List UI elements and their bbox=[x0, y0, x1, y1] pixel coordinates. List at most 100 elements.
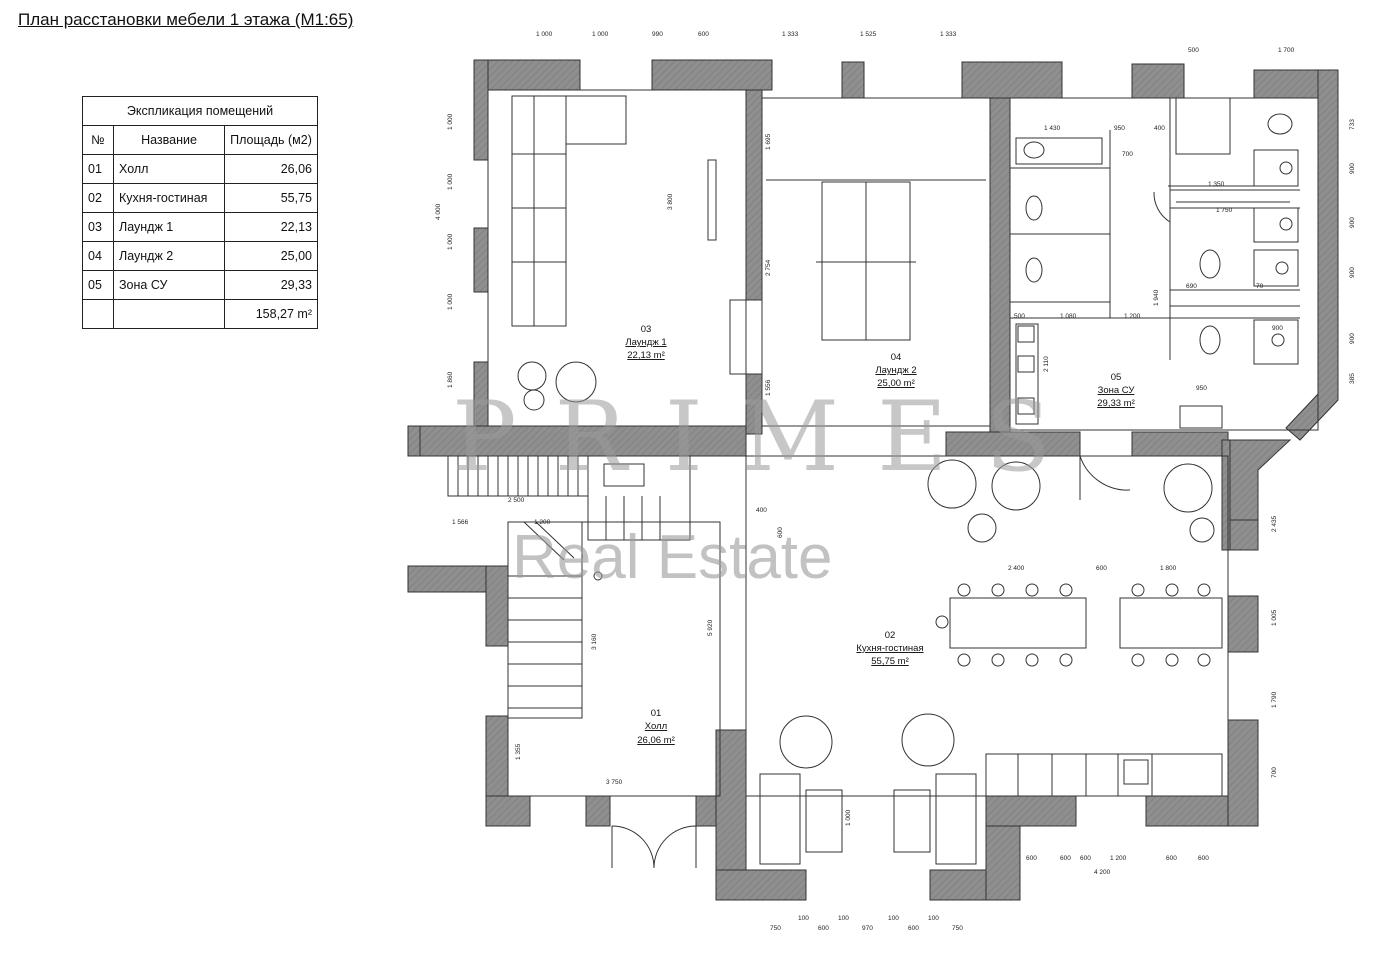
dim-label: 600 bbox=[698, 31, 709, 38]
dim-label: 1 430 bbox=[1044, 125, 1061, 132]
dim-label: 3 160 bbox=[591, 633, 598, 650]
dim-label: 1 333 bbox=[782, 31, 799, 38]
dim-label: 900 bbox=[1272, 325, 1283, 332]
dim-label: 2 500 bbox=[508, 497, 525, 504]
dim-label: 100 bbox=[928, 915, 939, 922]
row-no: 02 bbox=[82, 183, 114, 213]
dim-label: 3 750 bbox=[606, 779, 623, 786]
plan-title: План расстановки мебели 1 этажа (М1:65) bbox=[18, 10, 354, 29]
dim-label: 400 bbox=[1154, 125, 1165, 132]
dim-label: 600 bbox=[1096, 565, 1107, 572]
dim-label: 1 000 bbox=[845, 809, 852, 826]
dim-label: 100 bbox=[888, 915, 899, 922]
svg-text:05: 05 bbox=[1111, 372, 1122, 383]
wall-segment bbox=[473, 59, 489, 161]
table-row: 04 Лаундж 2 25,00 bbox=[82, 241, 318, 271]
dim-label: 1 333 bbox=[940, 31, 957, 38]
dim-label: 100 bbox=[798, 915, 809, 922]
svg-text:04: 04 bbox=[891, 352, 902, 363]
svg-text:Зона СУ: Зона СУ bbox=[1098, 385, 1136, 396]
dim-label: 1 525 bbox=[860, 31, 877, 38]
wall-segment bbox=[1131, 431, 1229, 457]
svg-text:55,75 m²: 55,75 m² bbox=[871, 656, 909, 667]
row-no: 04 bbox=[82, 241, 114, 271]
header-area: Площадь (м2) bbox=[224, 125, 318, 155]
wall-segment bbox=[485, 795, 531, 827]
dim-label: 1 005 bbox=[1271, 609, 1278, 626]
wall-segment bbox=[1227, 439, 1292, 521]
dim-label: 950 bbox=[1114, 125, 1125, 132]
wall-segment bbox=[407, 425, 421, 457]
dim-label: 990 bbox=[652, 31, 663, 38]
watermark-logo-text: PRIMES bbox=[452, 381, 1089, 493]
dim-label: 1 860 bbox=[447, 371, 454, 388]
row-area: 29,33 bbox=[224, 270, 318, 300]
wall-segment bbox=[1227, 519, 1259, 551]
dim-label: 733 bbox=[1349, 119, 1356, 130]
dim-label: 3 800 bbox=[667, 193, 674, 210]
dim-label: 600 bbox=[777, 527, 784, 538]
row-area: 26,06 bbox=[224, 154, 318, 184]
svg-text:Кухня-гостиная: Кухня-гостиная bbox=[856, 643, 923, 654]
dim-label: 1 080 bbox=[1060, 313, 1077, 320]
dim-label: 1 556 bbox=[765, 379, 772, 396]
dim-label: 950 bbox=[1196, 385, 1207, 392]
dim-label: 1 566 bbox=[452, 519, 469, 526]
svg-text:26,06 m²: 26,06 m² bbox=[637, 735, 675, 746]
dim-label: 1 800 bbox=[1160, 565, 1177, 572]
dim-label: 600 bbox=[1080, 855, 1091, 862]
wall-segment bbox=[961, 61, 1063, 99]
explication-caption: Экспликация помещений bbox=[82, 96, 318, 126]
dim-label: 900 bbox=[1349, 333, 1356, 344]
dim-label: 2 110 bbox=[1043, 356, 1050, 372]
row-name: Лаундж 1 bbox=[113, 212, 225, 242]
dim-label: 1 000 bbox=[447, 233, 454, 250]
wall-segment bbox=[945, 431, 1081, 457]
dim-label: 1 000 bbox=[447, 293, 454, 310]
room-labels: 03 Лаундж 1 22,13 m² 04 Лаундж 2 25,00 m… bbox=[625, 324, 1135, 746]
dim-label: 1 000 bbox=[447, 113, 454, 130]
svg-text:Лаундж 1: Лаундж 1 bbox=[625, 337, 666, 348]
dim-label: 700 bbox=[1122, 151, 1133, 158]
dim-label: 1 350 bbox=[1208, 181, 1225, 188]
dim-label: 2 435 bbox=[1271, 515, 1278, 532]
wall-segment bbox=[985, 795, 1077, 827]
svg-text:01: 01 bbox=[651, 708, 662, 719]
room-label-lounge-1: 03 Лаундж 1 22,13 m² bbox=[625, 324, 666, 361]
watermark-subtitle: Real Estate bbox=[512, 523, 833, 592]
interior-lines bbox=[447, 89, 1319, 869]
wall-segment bbox=[1285, 69, 1339, 441]
room-label-bathroom-zone: 05 Зона СУ 29,33 m² bbox=[1097, 372, 1135, 409]
explication-table: Экспликация помещений № Название Площадь… bbox=[82, 96, 318, 329]
wall-segment bbox=[585, 795, 611, 827]
total-area: 158,27 m² bbox=[224, 299, 318, 329]
dim-label: 1 200 bbox=[1124, 313, 1141, 320]
wall-segment bbox=[745, 89, 763, 301]
wall-segment bbox=[1227, 595, 1259, 653]
table-row: 01 Холл 26,06 bbox=[82, 154, 318, 184]
wall-segment bbox=[841, 61, 865, 99]
watermark: PRIMES Real Estate bbox=[452, 381, 1089, 592]
walls bbox=[407, 59, 1339, 901]
dim-label: 1 000 bbox=[447, 173, 454, 190]
wall-segment bbox=[473, 59, 581, 91]
room-label-kitchen-living: 02 Кухня-гостиная 55,75 m² bbox=[856, 630, 923, 667]
dim-label: 100 bbox=[838, 915, 849, 922]
svg-text:25,00 m²: 25,00 m² bbox=[877, 378, 915, 389]
dim-label: 1 940 bbox=[1153, 289, 1160, 306]
dim-label: 900 bbox=[1349, 217, 1356, 228]
dim-label: 2 400 bbox=[1008, 565, 1025, 572]
header-no: № bbox=[82, 125, 114, 155]
wall-segment bbox=[651, 59, 773, 91]
wall-segment bbox=[1227, 719, 1259, 827]
wall-segment bbox=[715, 869, 807, 901]
dim-label: 600 bbox=[818, 925, 829, 932]
svg-text:29,33 m²: 29,33 m² bbox=[1097, 398, 1135, 409]
dim-label: 1 000 bbox=[592, 31, 609, 38]
dim-label: 750 bbox=[770, 925, 781, 932]
dim-label: 1 200 bbox=[1110, 855, 1127, 862]
dim-label: 1 790 bbox=[1271, 691, 1278, 708]
dim-label: 1 200 bbox=[534, 519, 551, 526]
svg-text:Лаундж 2: Лаундж 2 bbox=[875, 365, 916, 376]
